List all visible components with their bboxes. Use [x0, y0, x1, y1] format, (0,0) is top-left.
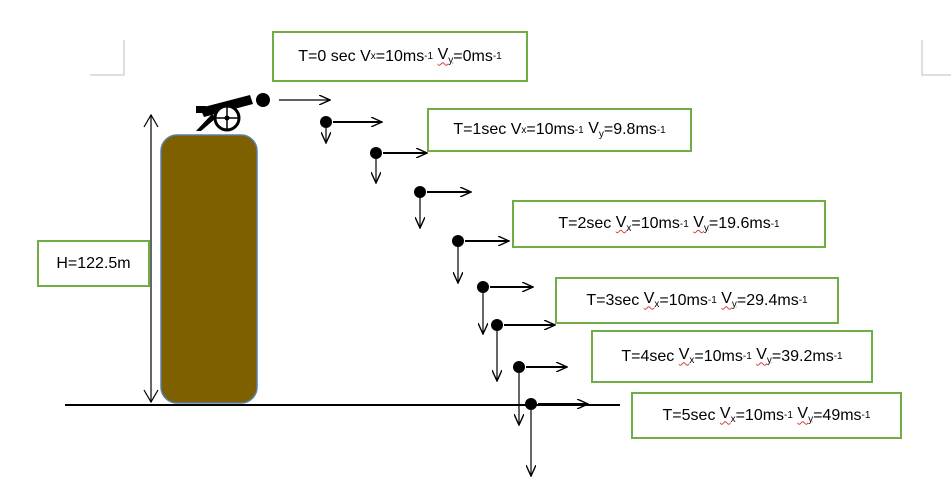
vx-symbol: Vx — [719, 405, 736, 426]
unit-power: -1 — [833, 351, 843, 362]
vy-value: =19.6ms — [708, 215, 771, 232]
height-arrow-bottom-head — [143, 389, 159, 404]
vy-value: =49ms — [813, 406, 862, 424]
ball — [491, 319, 503, 331]
unit-power: -1 — [574, 124, 584, 136]
unit-power: -1 — [707, 295, 717, 306]
vy-symbol: Vy — [797, 405, 814, 426]
projectile-ball-5 — [477, 281, 533, 334]
time-label: T=5sec — [662, 406, 716, 424]
projectile-ball-4 — [452, 235, 509, 283]
vy-symbol: Vy — [437, 46, 454, 67]
time-step-box-4: T=4sec Vx=10ms-1 Vy=39.2ms-1 — [591, 330, 873, 383]
projectile-ball-3 — [414, 186, 471, 228]
time-label: T=1sec — [453, 121, 507, 138]
vx-symbol: V — [510, 121, 522, 138]
projectile-ball-6 — [491, 319, 555, 381]
time-label: T=2sec — [558, 215, 612, 232]
x-subscript: x — [370, 51, 376, 62]
vy-value: =0ms — [453, 47, 493, 65]
tower — [160, 134, 258, 404]
vx-symbol: Vx — [643, 290, 660, 311]
projectile-ball-0 — [256, 93, 330, 107]
x-subscript: x — [521, 124, 527, 136]
cannon-icon — [196, 95, 253, 132]
ball — [513, 361, 525, 373]
vx-value: =10ms — [694, 347, 743, 365]
projectile-ball-8 — [525, 398, 588, 476]
vx-value: =10ms — [526, 121, 575, 138]
vx-symbol: V — [360, 47, 371, 65]
projectile-positions — [256, 93, 588, 476]
ball — [452, 235, 464, 247]
unit-power: -1 — [770, 218, 780, 230]
vy-value: =9.8ms — [603, 121, 657, 138]
ball — [370, 147, 382, 159]
vy-symbol: Vy — [693, 213, 709, 235]
unit-power: -1 — [656, 124, 666, 136]
time-step-box-2: T=2sec Vx=10ms-1 Vy=19.6ms-1 — [512, 200, 826, 248]
vx-value: =10ms — [375, 47, 425, 65]
projectile-ball-7 — [513, 361, 567, 425]
height-arrow-top-head — [143, 113, 159, 128]
ball — [256, 93, 270, 107]
unit-power: -1 — [861, 410, 871, 421]
height-label: H=122.5m — [56, 254, 131, 272]
unit-power: -1 — [798, 295, 808, 306]
vy-symbol: Vy — [721, 290, 737, 311]
page-corner-marks — [90, 40, 951, 76]
projectile-ball-2 — [370, 147, 427, 183]
vy-symbol: Vy — [756, 346, 772, 367]
ball — [525, 398, 537, 410]
time-label: T=3sec — [586, 291, 640, 309]
time-step-box-5: T=5sec Vx=10ms-1 Vy=49ms-1 — [631, 392, 902, 439]
unit-power: -1 — [679, 218, 689, 230]
vy-value: =39.2ms — [771, 347, 834, 365]
vy-value: =29.4ms — [736, 291, 799, 309]
unit-power: -1 — [742, 351, 752, 362]
vx-value: =10ms — [659, 291, 708, 309]
vx-value: =10ms — [735, 406, 785, 424]
ball — [477, 281, 489, 293]
time-label: T=4sec — [621, 347, 675, 365]
vx-symbol: Vx — [615, 213, 632, 235]
vx-symbol: Vx — [678, 346, 695, 367]
time-step-box-3: T=3sec Vx=10ms-1 Vy=29.4ms-1 — [555, 277, 839, 324]
height-label-box: H=122.5m — [37, 240, 150, 287]
projectile-ball-1 — [320, 116, 382, 143]
time-label: T=0 sec — [298, 47, 356, 65]
unit-power: -1 — [424, 51, 434, 62]
unit-power: -1 — [492, 51, 502, 62]
vy-symbol: Vy — [588, 119, 604, 141]
ball — [414, 186, 426, 198]
ball — [320, 116, 332, 128]
vx-value: =10ms — [631, 215, 680, 232]
unit-power: -1 — [784, 410, 793, 421]
